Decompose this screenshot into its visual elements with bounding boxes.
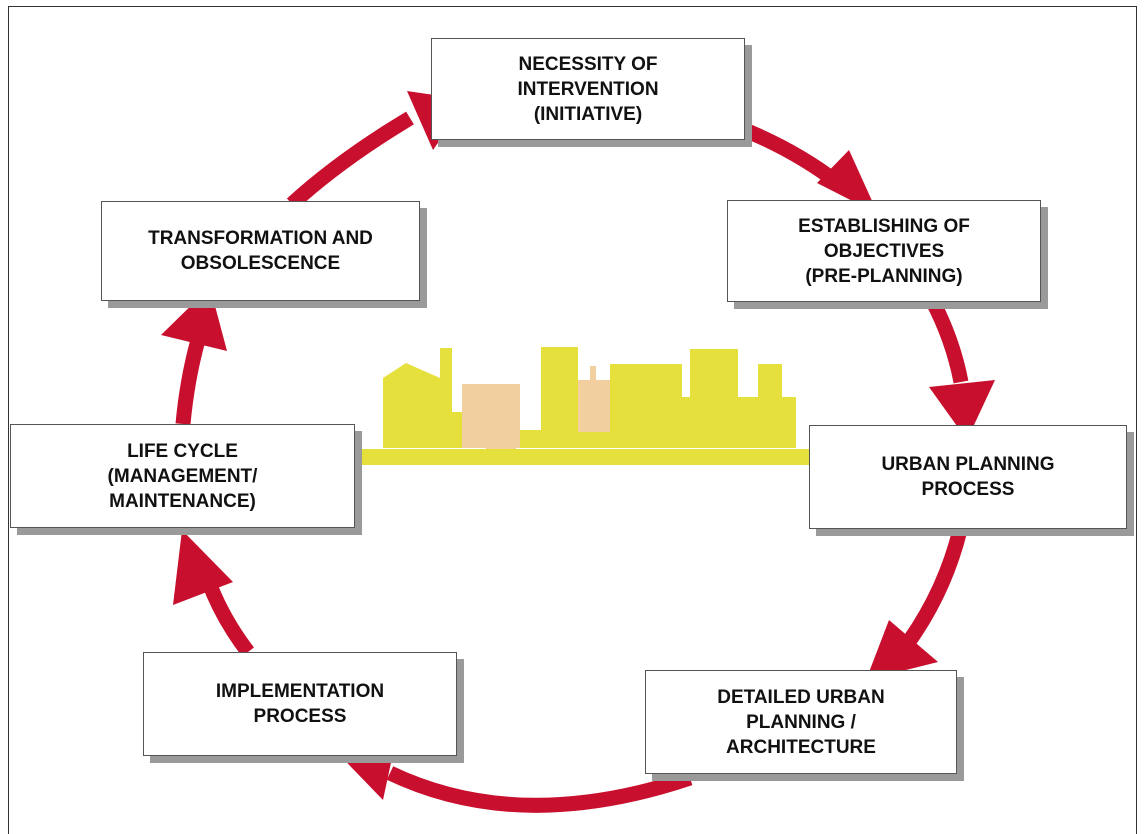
city-skyline-icon [305,347,838,465]
node-transformation: TRANSFORMATION AND OBSOLESCENCE [101,201,420,301]
node-objectives: ESTABLISHING OF OBJECTIVES (PRE-PLANNING… [727,200,1041,302]
node-urban-planning-label: URBAN PLANNING PROCESS [881,454,1055,500]
arrowhead-objectives [817,150,878,214]
arrowhead-urban-planning [929,380,995,440]
arrow-implementation-to-life-cycle [200,577,254,657]
skyline-back-tower [486,420,516,450]
arrow-initiative-to-objectives [737,121,843,189]
node-detailed: DETAILED URBAN PLANNING / ARCHITECTURE [645,670,957,774]
node-life-cycle: LIFE CYCLE (MANAGEMENT/ MAINTENANCE) [10,424,355,528]
node-urban-planning: URBAN PLANNING PROCESS [809,425,1127,529]
arrowhead-life-cycle [173,530,233,605]
cycle-arrows [161,91,995,813]
arrow-urban-planning-to-detailed [903,528,968,645]
node-initiative-label: NECESSITY OF INTERVENTION (INITIATIVE) [517,53,659,125]
arrowhead-detailed [866,620,938,680]
node-implementation-label: IMPLEMENTATION PROCESS [215,681,385,727]
arrow-objectives-to-urban-planning [925,296,969,384]
node-implementation: IMPLEMENTATION PROCESS [143,652,457,756]
skyline-ground [305,449,838,465]
arrow-detailed-to-implementation [386,766,693,813]
arrowhead-transformation [161,287,227,351]
arrow-transformation-to-initiative [286,111,414,210]
arrow-life-cycle-to-transformation [175,338,206,425]
node-objectives-label: ESTABLISHING OF OBJECTIVES (PRE-PLANNING… [798,215,970,287]
node-initiative: NECESSITY OF INTERVENTION (INITIATIVE) [431,38,745,140]
node-transformation-label: TRANSFORMATION AND OBSOLESCENCE [148,228,373,274]
skyline-front-buildings [383,347,796,448]
node-life-cycle-label: LIFE CYCLE (MANAGEMENT/ MAINTENANCE) [107,440,258,512]
diagram-frame [8,6,1137,834]
node-detailed-label: DETAILED URBAN PLANNING / ARCHITECTURE [717,686,885,758]
